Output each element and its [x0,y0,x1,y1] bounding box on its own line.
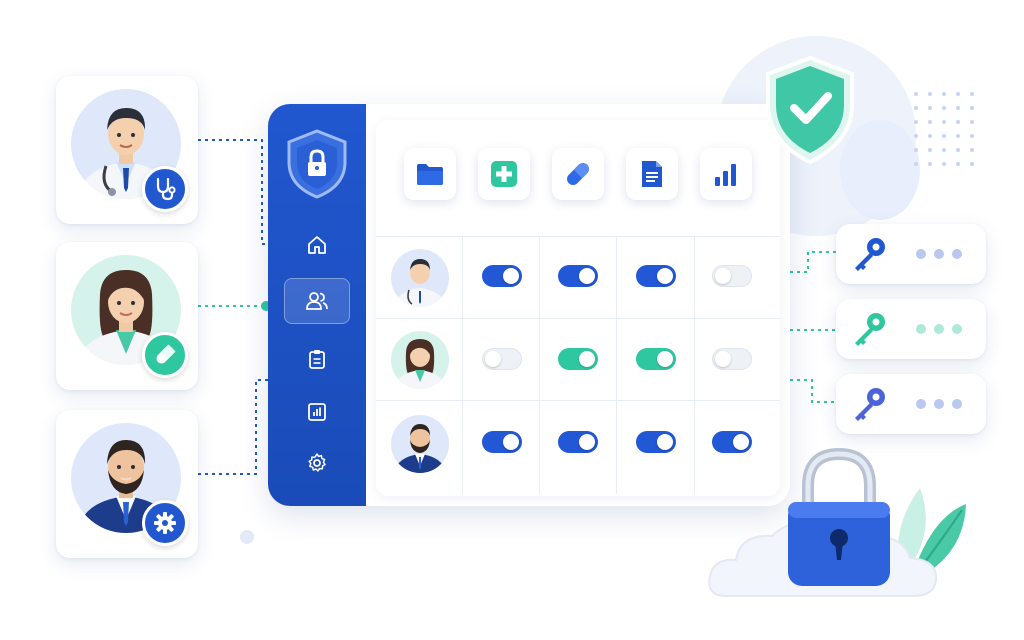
permission-toggle[interactable] [712,431,752,453]
permission-toggle[interactable] [712,265,752,287]
row-avatar-doctor [391,249,449,307]
key-icon [855,238,885,271]
bar-chart-icon [715,164,736,186]
permission-toggle[interactable] [636,265,676,287]
user-card-nurse[interactable] [56,242,198,390]
access-key-card-1[interactable] [836,224,986,284]
access-control-panel [268,104,790,506]
sidebar-item-settings[interactable] [284,440,350,486]
pill-icon [567,163,589,185]
grid-divider [376,400,780,401]
sidebar-item-reports[interactable] [284,389,350,435]
grid-divider [694,236,695,494]
shield-lock-icon [287,129,347,199]
permission-toggle[interactable] [558,348,598,370]
pill-badge [142,332,188,378]
row-avatar-nurse [391,331,449,389]
grid-divider [376,236,780,237]
access-key-card-2[interactable] [836,299,986,359]
sidebar [268,104,366,506]
folder-icon [417,164,443,185]
gear-badge [142,500,188,546]
column-header-medical[interactable] [478,148,530,200]
sidebar-item-home[interactable] [284,222,350,268]
dot-grid-decoration [914,92,974,166]
shield-check-icon [766,55,854,165]
clipboard-icon [309,350,325,369]
users-icon [306,292,328,310]
permission-toggle[interactable] [558,431,598,453]
key-icon [855,313,885,346]
document-icon [642,161,662,187]
grid-divider [616,236,617,494]
gear-icon [308,453,326,472]
masked-key-dots [916,399,962,409]
masked-key-dots [916,324,962,334]
stethoscope-icon [156,177,176,201]
pill-icon [156,344,176,364]
home-icon [308,236,326,254]
column-header-documents[interactable] [626,148,678,200]
column-header-files[interactable] [404,148,456,200]
grid-divider [539,236,540,494]
bar-chart-icon [308,403,326,421]
sidebar-item-users[interactable] [284,278,350,324]
background-blob-small [840,120,920,220]
key-icon [855,388,885,421]
user-card-doctor[interactable] [56,76,198,224]
masked-key-dots [916,249,962,259]
grid-divider [376,318,780,319]
permission-toggle[interactable] [636,348,676,370]
background-dot [240,530,254,544]
permission-toggle[interactable] [636,431,676,453]
gear-icon [154,512,176,534]
user-card-administrator[interactable] [56,410,198,558]
row-avatar-administrator [391,415,449,473]
grid-divider [462,236,463,494]
column-header-analytics[interactable] [700,148,752,200]
column-header-medication[interactable] [552,148,604,200]
permission-toggle[interactable] [482,265,522,287]
stethoscope-badge [142,166,188,212]
permission-toggle[interactable] [712,348,752,370]
permission-toggle[interactable] [482,431,522,453]
medical-plus-icon [491,161,517,187]
sidebar-item-clipboard[interactable] [284,336,350,382]
permission-toggle[interactable] [482,348,522,370]
access-key-card-3[interactable] [836,374,986,434]
permission-toggle[interactable] [558,265,598,287]
permission-matrix [376,120,780,496]
padlock-icon [788,447,890,586]
